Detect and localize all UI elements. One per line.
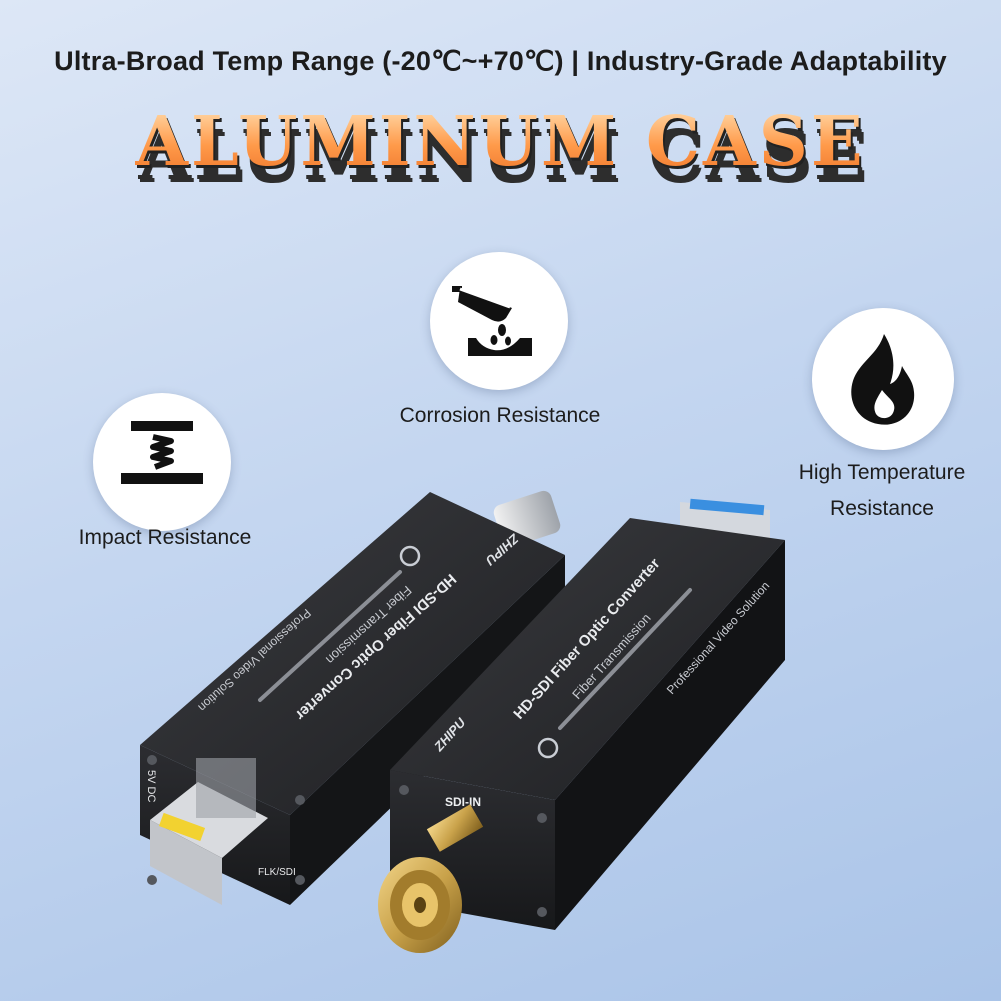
right-device: HD-SDI Fiber Optic Converter Fiber Trans… — [378, 498, 785, 953]
temperature-label-line2: Resistance — [830, 497, 934, 520]
temperature-badge — [812, 308, 954, 450]
page-title: ALUMINUM CASE — [135, 102, 866, 182]
left-device-power-label: 5V DC — [145, 770, 157, 802]
impact-badge — [93, 393, 231, 531]
impact-icon — [121, 421, 203, 484]
left-device: HD-SDI Fiber Optic Converter Fiber Trans… — [140, 490, 565, 905]
title-wrap: ALUMINUM CASE — [0, 108, 1001, 176]
right-device-port-label: SDI-IN — [445, 795, 481, 809]
impact-label: Impact Resistance — [78, 526, 252, 549]
flame-icon — [851, 334, 915, 425]
corrosion-icon — [452, 286, 532, 356]
corrosion-label: Corrosion Resistance — [399, 404, 601, 427]
headline: Ultra-Broad Temp Range (-20℃~+70℃) | Ind… — [54, 46, 947, 76]
corrosion-badge — [430, 252, 568, 390]
temperature-label-line1: High Temperature — [798, 461, 966, 484]
left-device-status-label: FLK/SDI — [258, 867, 296, 878]
